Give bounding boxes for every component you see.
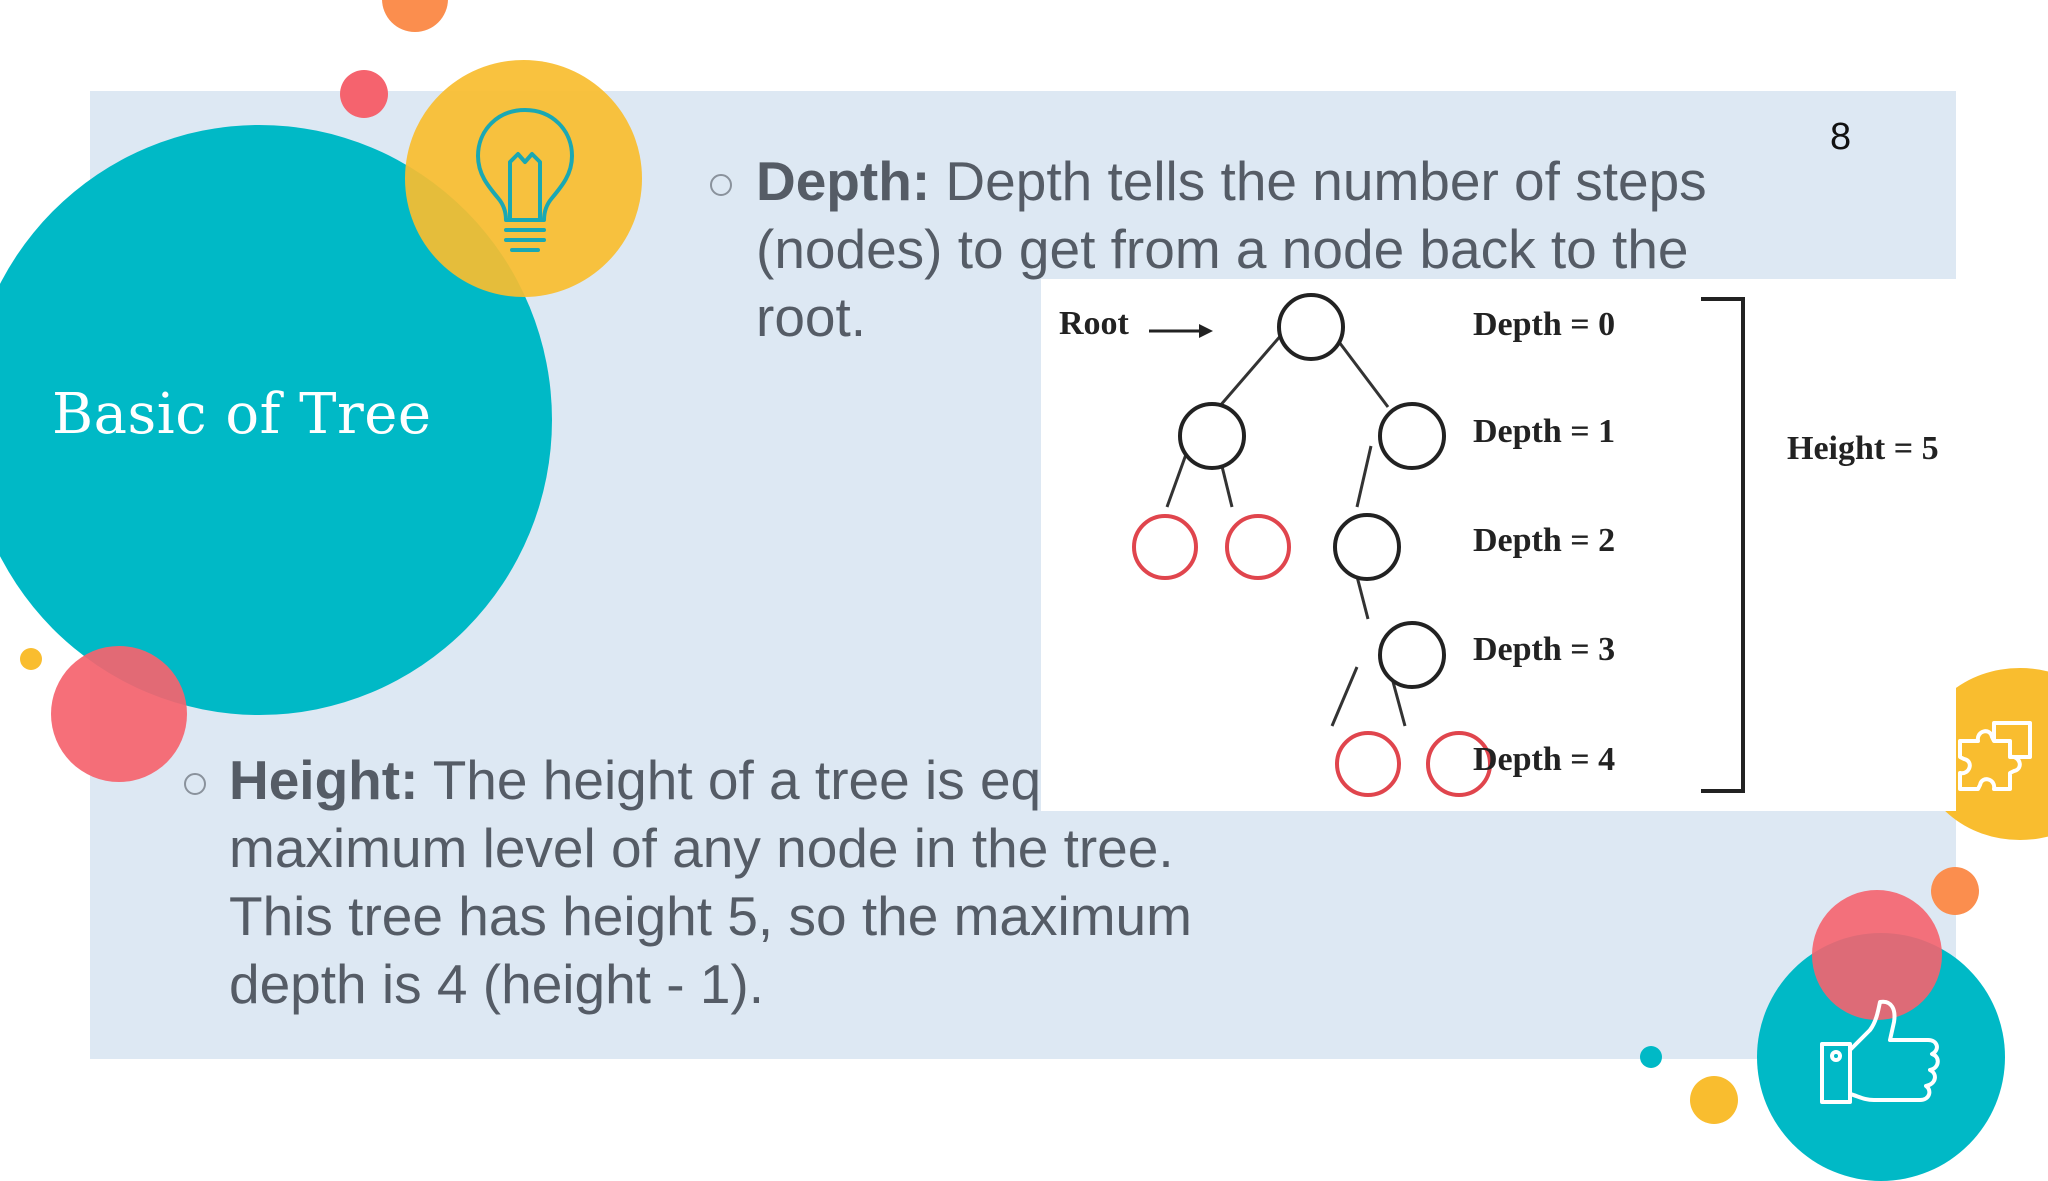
depth-label: Depth = 2 <box>1473 522 1615 559</box>
tree-node-leaf <box>1225 514 1291 580</box>
bullet-depth: Depth: Depth tells the number of steps (… <box>756 147 1756 351</box>
decor-circle-coral-left <box>51 646 187 782</box>
root-arrow-head <box>1199 324 1213 338</box>
tree-node-leaf <box>1335 731 1401 797</box>
thumbs-up-icon <box>1818 996 1944 1113</box>
tree-depth-figure: Root Depth = 0 Depth = 1 Depth = 2 Depth… <box>1041 279 1956 811</box>
decor-circle-orange-right <box>1931 867 1979 915</box>
height-bracket <box>1701 297 1745 793</box>
page-number: 8 <box>1830 116 1852 158</box>
bullet-marker <box>710 174 732 196</box>
slide-title: Basic of Tree <box>52 382 432 447</box>
puzzle-icon <box>1954 713 2036 800</box>
tree-node-leaf <box>1132 514 1198 580</box>
bullet-depth-term: Depth: <box>756 150 931 212</box>
tree-node <box>1378 402 1446 470</box>
decor-dot-yellow <box>20 648 42 670</box>
bullet-height-term: Height: <box>229 749 419 811</box>
bullet-marker <box>184 773 206 795</box>
decor-circle-orange-top <box>382 0 448 32</box>
bullet-depth-text: Depth tells the number of steps (nodes) … <box>756 150 1707 348</box>
lightbulb-icon <box>470 104 580 259</box>
tree-node <box>1378 621 1446 689</box>
decor-dot-teal <box>1640 1046 1662 1068</box>
depth-label: Depth = 4 <box>1473 741 1615 778</box>
depth-label: Depth = 0 <box>1473 306 1615 343</box>
tree-node-root <box>1277 293 1345 361</box>
root-label: Root <box>1059 305 1130 342</box>
decor-circle-yellow-bottom <box>1690 1076 1738 1124</box>
decor-circle-coral-bottom <box>1812 890 1942 1020</box>
decor-circle-yellow-bulb <box>405 60 642 297</box>
height-label: Height = 5 <box>1787 430 1939 467</box>
tree-node <box>1178 402 1246 470</box>
decor-circle-coral-small <box>340 70 388 118</box>
depth-label: Depth = 3 <box>1473 631 1615 668</box>
depth-label: Depth = 1 <box>1473 413 1615 450</box>
tree-node-leaf <box>1426 731 1492 797</box>
tree-node <box>1333 513 1401 581</box>
